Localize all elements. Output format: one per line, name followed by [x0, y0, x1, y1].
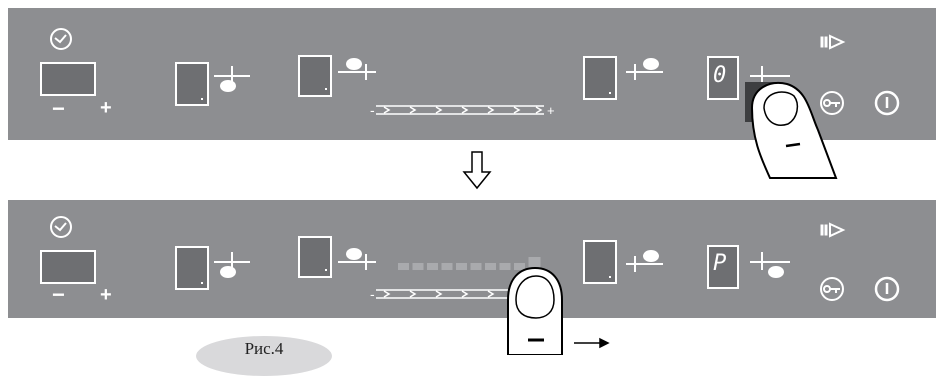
figure-caption: Рис.4	[196, 339, 332, 359]
zone-right-rear-icon[interactable]	[626, 59, 663, 80]
clock-icon[interactable]	[51, 29, 71, 49]
zone-left-rear-icon[interactable]	[338, 59, 376, 80]
power-slider[interactable]: - +	[370, 102, 555, 118]
key-lock-icon[interactable]	[821, 278, 843, 300]
power-level-segment	[456, 263, 467, 270]
zone-left-rear-icon[interactable]	[338, 249, 376, 270]
power-level-segment	[442, 263, 453, 270]
power-icon[interactable]	[876, 278, 898, 300]
zone-right-front-icon[interactable]	[750, 66, 790, 84]
power-level-segment	[500, 263, 511, 270]
power-icon[interactable]	[876, 92, 898, 114]
diagram-overlay: - +	[0, 0, 943, 355]
power-level-bar	[398, 257, 541, 270]
pause-play-icon[interactable]	[821, 224, 843, 236]
clock-icon[interactable]	[51, 217, 71, 237]
slider-minus[interactable]: -	[370, 102, 375, 118]
slider-plus[interactable]: +	[547, 103, 555, 118]
arrow-right-icon	[574, 339, 608, 347]
zone-left-front-icon[interactable]	[214, 252, 250, 277]
slider-minus[interactable]: -	[370, 286, 375, 302]
zone-right-rear-icon[interactable]	[626, 251, 663, 272]
pause-play-icon[interactable]	[821, 36, 843, 48]
zone-left-front-icon[interactable]	[214, 66, 250, 91]
power-level-segment	[398, 263, 409, 270]
arrow-down-icon	[464, 152, 490, 188]
finger-icon	[508, 268, 562, 355]
power-level-segment	[514, 263, 525, 270]
power-level-segment	[413, 263, 424, 270]
key-lock-icon[interactable]	[821, 92, 843, 114]
power-level-segment	[471, 263, 482, 270]
power-level-segment	[427, 263, 438, 270]
zone-right-front-icon[interactable]	[750, 252, 790, 277]
power-slider[interactable]: -	[370, 286, 520, 302]
power-level-segment	[485, 263, 496, 270]
